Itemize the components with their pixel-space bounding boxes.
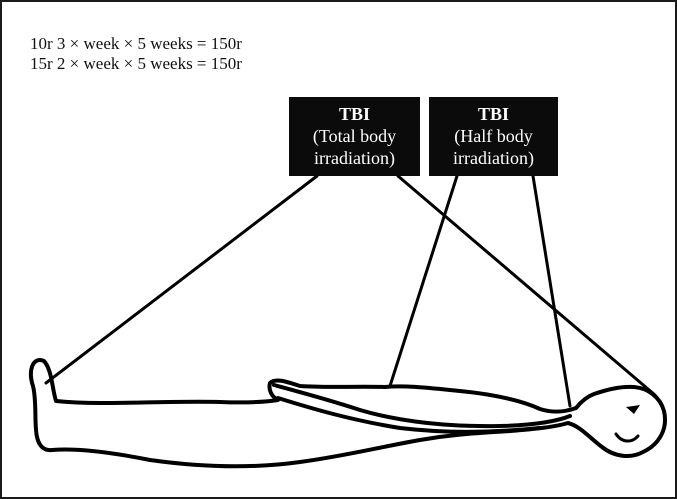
half-label-line-1: (Half body <box>454 126 533 146</box>
body-outline <box>28 358 667 469</box>
dose-schedule-2: 15r 2 × week × 5 weeks = 150r <box>30 54 242 73</box>
arm-outline <box>272 383 572 429</box>
total-label-title: TBI <box>338 104 371 124</box>
arm-lower-edge <box>276 396 542 434</box>
total-body-line-feet <box>44 174 319 385</box>
half-body-line-torso <box>388 174 459 388</box>
total-label-line-2: irradiation) <box>314 148 395 168</box>
total-label-line-1: (Total body <box>312 126 397 146</box>
half-body-irradiation-label: TBI (Half body irradiation) <box>429 97 558 176</box>
half-body-line-neck <box>531 174 572 408</box>
half-label-title: TBI <box>477 104 510 124</box>
total-body-irradiation-label: TBI (Total body irradiation) <box>289 97 420 176</box>
half-label-line-2: irradiation) <box>453 148 534 168</box>
mouth-icon <box>614 432 640 443</box>
total-body-line-head <box>396 174 657 397</box>
dose-schedule-1: 10r 3 × week × 5 weeks = 150r <box>30 34 242 53</box>
eye-icon <box>626 405 640 414</box>
